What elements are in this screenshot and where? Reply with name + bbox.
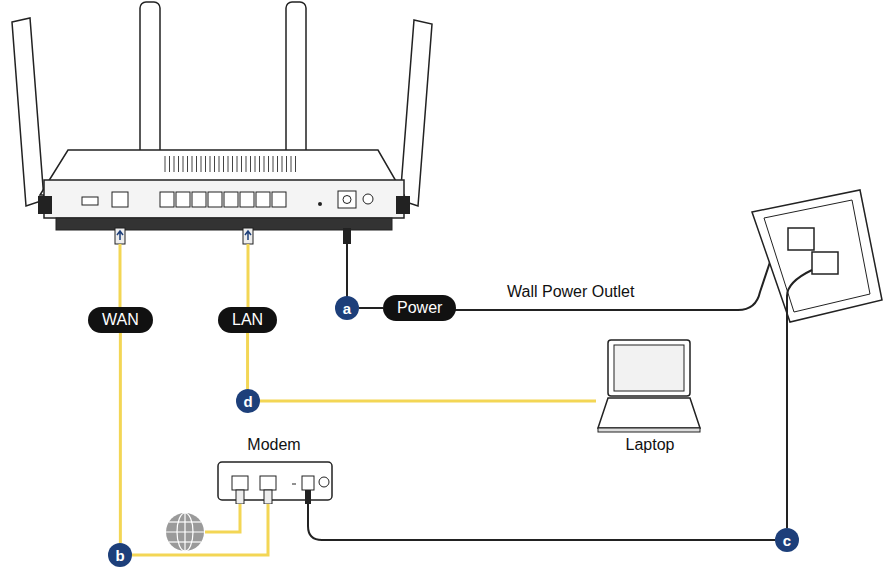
cable-connector [246, 333, 249, 389]
callout-letter: b [108, 543, 132, 567]
cable-label: Power [383, 295, 456, 321]
modem-device: Modem [212, 436, 336, 504]
label-text: Power [397, 299, 442, 317]
callout-letter-text: d [243, 393, 252, 410]
port-label: WAN [88, 307, 153, 333]
port-label: LAN [218, 307, 277, 333]
laptop-device: Laptop [596, 336, 704, 454]
label-text: Modem [212, 436, 336, 454]
label-text: WAN [102, 311, 139, 329]
callout-letter: a [335, 296, 359, 320]
label-text: Laptop [596, 436, 704, 454]
cable-connector [359, 307, 383, 309]
outlet-label: Wall Power Outlet [505, 283, 636, 301]
cable-connector [119, 333, 122, 543]
cable-connector [260, 400, 596, 403]
callout-letter: c [775, 528, 799, 552]
callout-letter-text: a [343, 300, 351, 317]
callout-letter: d [236, 389, 260, 413]
cable-connector [308, 504, 775, 540]
callout-letter-text: c [783, 532, 791, 549]
cable-connector [132, 504, 268, 555]
callout-letter-text: b [115, 547, 124, 564]
label-text: LAN [232, 311, 263, 329]
